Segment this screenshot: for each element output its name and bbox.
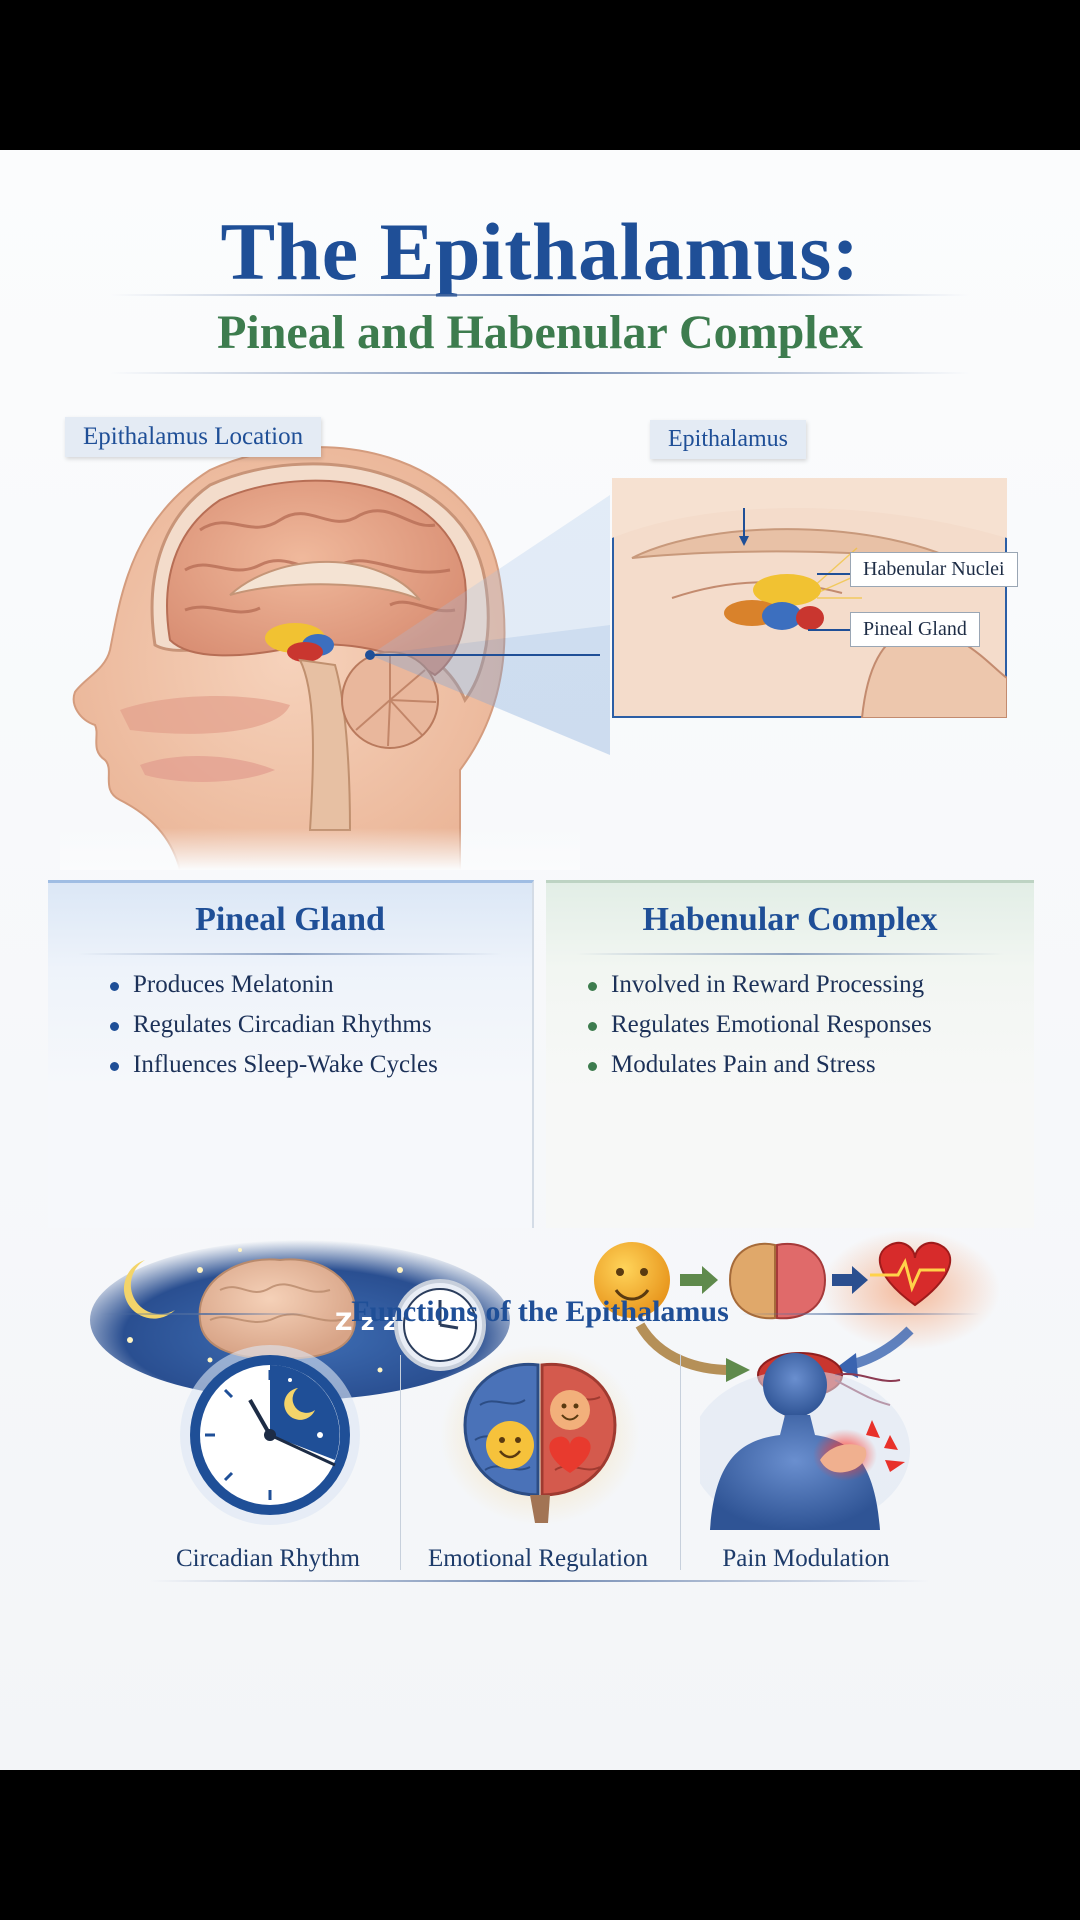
habenular-bullets: Involved in Reward Processing Regulates … <box>588 971 932 1091</box>
page-subtitle: Pineal and Habenular Complex <box>217 306 863 359</box>
habenular-panel-divider <box>576 953 1004 955</box>
zoom-beam <box>365 495 610 755</box>
list-item: Regulates Emotional Responses <box>588 1011 932 1039</box>
functions-bottom-rule <box>150 1580 930 1582</box>
brain-emotion-icon <box>440 1345 640 1525</box>
functions-title: Functions of the Epithalamus <box>351 1295 729 1328</box>
pineal-gland-callout: Pineal Gland <box>850 612 980 647</box>
function-divider <box>400 1355 401 1570</box>
list-item: Produces Melatonin <box>110 971 438 999</box>
inset-tag: Epithalamus <box>650 420 806 459</box>
subtitle-divider <box>110 372 970 374</box>
function-label-pain: Pain Modulation <box>722 1545 890 1572</box>
list-item: Influences Sleep-Wake Cycles <box>110 1051 438 1079</box>
poster: The Epithalamus: Pineal and Habenular Co… <box>0 150 1080 1770</box>
pineal-bullets: Produces Melatonin Regulates Circadian R… <box>110 971 438 1091</box>
list-item: Involved in Reward Processing <box>588 971 932 999</box>
sleep-night-illustration: Z z z <box>90 1240 510 1400</box>
clock-moon-icon <box>180 1345 360 1525</box>
habenular-nuclei-callout: Habenular Nuclei <box>850 552 1018 587</box>
habenular-panel-title: Habenular Complex <box>642 901 938 938</box>
pineal-gland-panel: Pineal Gland Produces Melatonin Regulate… <box>48 880 534 1228</box>
list-item: Modulates Pain and Stress <box>588 1051 932 1079</box>
title-divider <box>110 294 970 296</box>
function-label-circadian: Circadian Rhythm <box>176 1545 360 1572</box>
function-divider <box>680 1355 681 1570</box>
habenular-complex-panel: Habenular Complex Involved in Reward Pro… <box>546 880 1034 1228</box>
list-item: Regulates Circadian Rhythms <box>110 1011 438 1039</box>
body-pain-icon <box>700 1353 910 1530</box>
pineal-panel-divider <box>78 953 502 955</box>
sleep-zzz-icon: Z z z <box>335 1308 397 1336</box>
page-title: The Epithalamus: <box>220 206 860 297</box>
function-label-emotional: Emotional Regulation <box>427 1545 649 1572</box>
functions-divider-left <box>100 1313 310 1315</box>
functions-divider-right <box>740 1313 980 1315</box>
epithalamus-inset <box>612 478 1007 718</box>
pineal-panel-title: Pineal Gland <box>195 901 385 938</box>
location-tag: Epithalamus Location <box>65 417 322 457</box>
head-sagittal-illustration <box>60 446 580 870</box>
